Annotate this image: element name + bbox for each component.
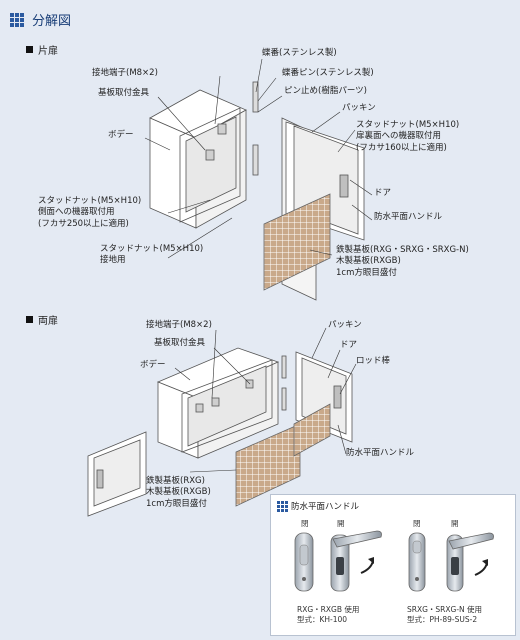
section-double-door: 両扉 <box>26 312 58 327</box>
label-ground-terminal-double: 接地端子(M8×2) <box>146 320 212 330</box>
label-stud-side: スタッドナット(M5×H10) 側面への機器取付用 (フカサ250以上に適用) <box>38 196 142 229</box>
page-header: 分解図 <box>10 10 71 29</box>
label-body-double: ボデー <box>140 360 166 370</box>
label-body: ボデー <box>108 130 134 140</box>
label-open-right: 開 <box>451 519 459 528</box>
double-base-plates <box>235 403 331 507</box>
inset-header: 防水平面ハンドル <box>277 500 359 512</box>
handle-kh100-closed-icon <box>294 532 314 592</box>
handle-inset-panel: 防水平面ハンドル 閉 開 閉 開 <box>270 494 516 636</box>
inset-title: 防水平面ハンドル <box>291 502 360 512</box>
label-stud-ground: スタッドナット(M5×H10) 接地用 <box>100 244 204 266</box>
label-handle: 防水平面ハンドル <box>374 212 443 222</box>
single-leader-lines <box>144 58 373 259</box>
label-door-double: ドア <box>340 340 358 350</box>
label-open-left: 開 <box>337 519 345 528</box>
grid-icon <box>10 12 24 27</box>
caption-kh100: RXG・RXGB 使用 型式：KH-100 <box>297 605 360 625</box>
label-closed-right: 閉 <box>413 519 421 528</box>
handle-ph89-closed-icon <box>408 532 426 592</box>
label-base-plate-double: 鉄製基板(RXG) 木製基板(RXGB) 1cm方眼目盛付 <box>146 476 211 509</box>
label-pin-stop: ピン止め(樹脂パーツ) <box>284 86 367 96</box>
label-ground-terminal: 接地端子(M8×2) <box>92 68 158 78</box>
handle-ph89-open-icon <box>446 532 494 592</box>
grid-icon <box>277 501 288 512</box>
double-hinges <box>281 355 287 411</box>
label-mount-bracket: 基板取付金具 <box>98 88 150 98</box>
single-hinges <box>252 81 259 176</box>
label-mount-bracket-double: 基板取付金具 <box>154 338 206 348</box>
page-title: 分解図 <box>32 14 72 29</box>
section-single-label: 片扉 <box>38 46 58 57</box>
single-base-plate <box>263 193 331 291</box>
handle-illustrations <box>294 530 494 592</box>
label-hinge-pin: 蝶番ピン(ステンレス製) <box>282 68 374 78</box>
label-handle-double: 防水平面ハンドル <box>346 448 415 458</box>
label-door: ドア <box>374 188 392 198</box>
label-packing: パッキン <box>342 103 376 113</box>
double-door-left <box>87 431 147 517</box>
label-packing-double: パッキン <box>328 320 362 330</box>
section-bullet <box>26 316 33 323</box>
label-stud-door: スタッドナット(M5×H10) 扉裏面への機器取付用 (フカサ160以上に適用) <box>356 120 460 153</box>
label-closed-left: 閉 <box>301 519 309 528</box>
section-bullet <box>26 46 33 53</box>
section-double-label: 両扉 <box>38 316 58 327</box>
caption-ph89: SRXG・SRXG-N 使用 型式：PH-89-SUS-2 <box>407 605 483 625</box>
section-single-door: 片扉 <box>26 42 58 57</box>
double-body <box>156 347 280 459</box>
label-base-plate: 鉄製基板(RXG・SRXG・SRXG-N) 木製基板(RXGB) 1cm方眼目盛… <box>336 245 469 278</box>
handle-kh100-open-icon <box>330 530 382 592</box>
label-hinge: 蝶番(ステンレス製) <box>262 48 337 58</box>
double-leader-lines <box>174 327 357 473</box>
label-rod: ロッド棒 <box>356 356 391 366</box>
single-body <box>149 89 247 229</box>
